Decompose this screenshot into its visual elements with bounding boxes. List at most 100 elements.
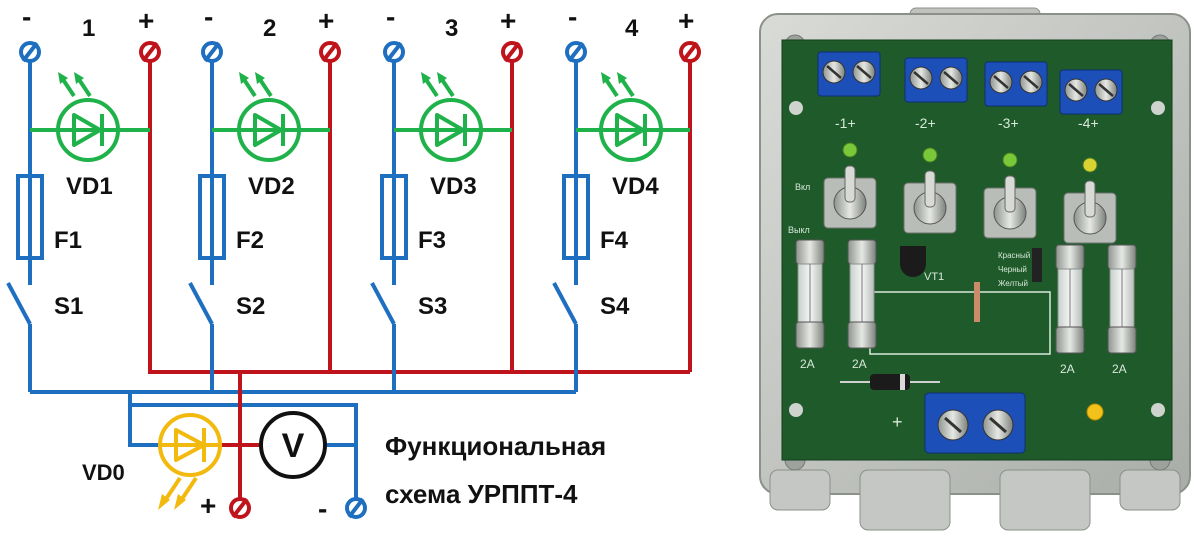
led-arrowhead-1 (421, 72, 431, 84)
minus-sign: - (568, 1, 577, 32)
input-diode (840, 374, 940, 390)
power-plus-sign: + (200, 490, 216, 521)
wire-mark-yellow: Желтый (998, 279, 1028, 288)
toggle-lever-4 (1084, 180, 1096, 218)
vd0-label: VD0 (82, 460, 125, 485)
toggle-lever-1 (844, 165, 856, 203)
led-arrowhead-1 (601, 72, 611, 84)
minus-sign: - (204, 1, 213, 32)
fuse-cap-top-2 (847, 239, 877, 265)
screw-slot (993, 75, 1009, 89)
toggle-lever-3 (1004, 175, 1016, 213)
switch-label: S1 (54, 293, 83, 320)
led-label: VD2 (248, 173, 295, 200)
screw-slot (1098, 83, 1114, 97)
board-channel-labels: -1+ -2+ -3+ -4+ (835, 115, 1099, 131)
led-arrowhead-2 (255, 72, 265, 84)
plus-terminal-slash (503, 41, 521, 63)
toggle-lever-2 (924, 170, 936, 208)
indicator-led-3 (1002, 152, 1018, 168)
output-terminal-blocks (817, 51, 1123, 115)
led-symbol (421, 113, 481, 147)
power-positive-wire (220, 372, 262, 500)
input-plus-label: + (892, 412, 903, 432)
toggle-switches (823, 142, 1117, 244)
switch-mark-on: Вкл (795, 182, 810, 192)
board-label-2: -2+ (915, 115, 936, 131)
switch-blade (6, 282, 32, 325)
led-arrowhead-2 (74, 72, 84, 84)
plus-terminal-slash (141, 41, 159, 63)
minus-terminal-slash (203, 41, 221, 63)
bus-lines (30, 56, 692, 394)
led-symbol (58, 113, 118, 147)
switch-blade (370, 282, 396, 325)
power-minus-terminal (345, 497, 367, 519)
plus-terminal-slash (321, 41, 339, 63)
fuse-label: F4 (600, 227, 629, 254)
board-label-1: -1+ (835, 115, 856, 131)
plus-sign: + (678, 5, 694, 36)
channel-number: 4 (625, 15, 639, 42)
voltmeter: V (259, 411, 327, 479)
minus-terminal-slash (385, 41, 403, 63)
minus-sign: - (22, 1, 31, 32)
screw-slot (1068, 83, 1084, 97)
vt1-marking: VT1 (924, 271, 944, 283)
channel-number: 1 (82, 15, 95, 42)
fuse-label: F1 (54, 227, 82, 254)
switch-label: S2 (236, 293, 265, 320)
indicator-led-4 (1082, 157, 1098, 173)
led-arrowhead-2 (617, 72, 627, 84)
indicator-led-2 (922, 147, 938, 163)
board-label-3: -3+ (998, 115, 1019, 131)
fuse-rating-3: 2A (1060, 362, 1075, 376)
power-section: VD0 V + - (82, 372, 367, 524)
led-arrowhead-1 (58, 72, 68, 84)
fuse-cap-bottom-2 (847, 321, 877, 349)
fuse-cap-bottom-1 (795, 321, 825, 349)
fuse-cap-top-1 (795, 239, 825, 265)
minus-terminal-slash (21, 41, 39, 63)
fuse-cap-top-3 (1055, 244, 1085, 270)
led-symbol (239, 113, 299, 147)
led-label: VD3 (430, 173, 477, 200)
functional-schematic: -+1VD1F1S1-+2VD2F2S2-+3VD3F3S3-+4VD4F4S4… (6, 1, 701, 524)
fuse-cap-bottom-4 (1107, 326, 1137, 354)
led-arrowhead-2 (437, 72, 447, 84)
voltmeter-symbol: V (282, 427, 305, 465)
fuse-rating-2: 2A (852, 357, 867, 371)
power-negative-wire (128, 392, 358, 500)
switch-blade (188, 282, 214, 325)
led-arrowhead-1 (239, 72, 249, 84)
power-led-photo (1086, 403, 1104, 421)
plus-sign: + (500, 5, 516, 36)
minus-terminal-slash (567, 41, 585, 63)
plus-terminal-slash (681, 41, 699, 63)
caption-line-2: схема УРППТ-4 (385, 479, 578, 509)
plus-sign: + (138, 5, 154, 36)
screw-slot (826, 65, 842, 79)
screw-slot (943, 71, 959, 85)
indicator-led-1 (842, 142, 858, 158)
power-plus-terminal (229, 497, 251, 519)
fuse-cap-top-4 (1107, 244, 1137, 270)
switch-label: S3 (418, 293, 447, 320)
wire-mark-black: Черный (998, 265, 1027, 274)
screw-slot (856, 65, 872, 79)
negative-bus (30, 372, 578, 394)
board-label-4: -4+ (1078, 115, 1099, 131)
wire-mark-red: Красный (998, 251, 1030, 260)
fuse-rating-1: 2A (800, 357, 815, 371)
fuse-cap-bottom-3 (1055, 326, 1085, 354)
led-symbol (601, 113, 661, 147)
switch-label: S4 (600, 293, 630, 320)
led-label: VD1 (66, 173, 113, 200)
fuse-label: F3 (418, 227, 446, 254)
minus-sign: - (386, 1, 395, 32)
